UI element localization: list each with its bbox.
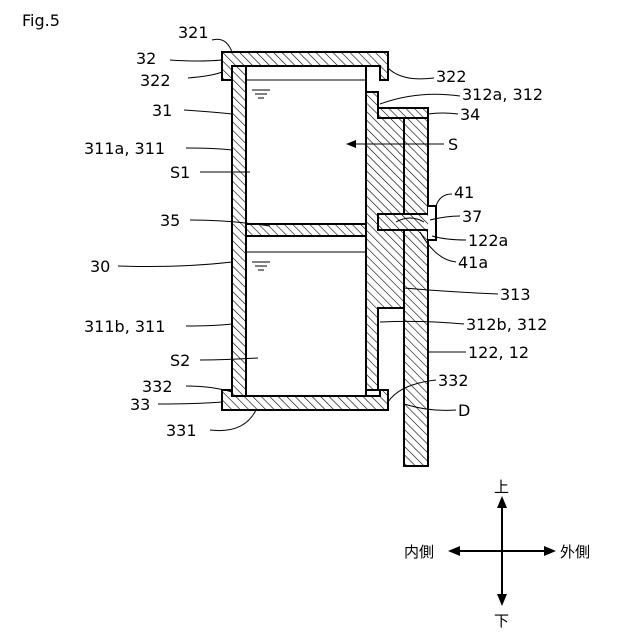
right-arrow-head [544,546,556,556]
label-34: 34 [460,105,480,124]
label-122: 122, 12 [468,343,529,362]
label-S: S [448,135,458,154]
direction-inner-label: 内側 [404,543,434,561]
label-332-left: 332 [142,377,173,396]
bracket-34 [378,108,428,118]
label-33: 33 [130,395,150,414]
down-arrow-head [497,594,507,606]
label-322-left: 322 [140,71,171,90]
label-331: 331 [166,421,197,440]
label-312a: 312a, 312 [462,85,543,104]
wall-panel-122 [404,118,428,466]
label-31: 31 [152,101,172,120]
figure-label: Fig.5 [22,11,60,30]
label-321: 321 [178,23,209,42]
label-313: 313 [500,285,531,304]
bolt-37 [378,214,430,230]
label-122a: 122a [468,231,508,250]
label-311a: 311a, 311 [84,139,165,158]
lower-chamber-S2 [246,236,366,396]
label-41a: 41a [458,253,488,272]
label-35: 35 [160,211,180,230]
direction-indicator [448,496,556,606]
label-32: 32 [136,49,156,68]
fastener-41 [428,206,436,240]
label-D: D [458,401,470,420]
label-37: 37 [462,207,482,226]
direction-outer-label: 外側 [560,543,590,561]
label-322-right: 322 [436,67,467,86]
partition-35 [246,224,366,236]
label-41: 41 [454,183,474,202]
direction-down-label: 下 [494,612,509,630]
label-S2: S2 [170,351,190,370]
up-arrow-head [497,496,507,508]
label-311b: 311b, 311 [84,317,165,336]
label-312b: 312b, 312 [466,315,547,334]
label-S1: S1 [170,163,190,182]
label-30: 30 [90,257,110,276]
direction-up-label: 上 [494,478,509,496]
label-332-right: 332 [438,371,469,390]
left-arrow-head [448,546,460,556]
tank-wall-311 [232,66,246,396]
